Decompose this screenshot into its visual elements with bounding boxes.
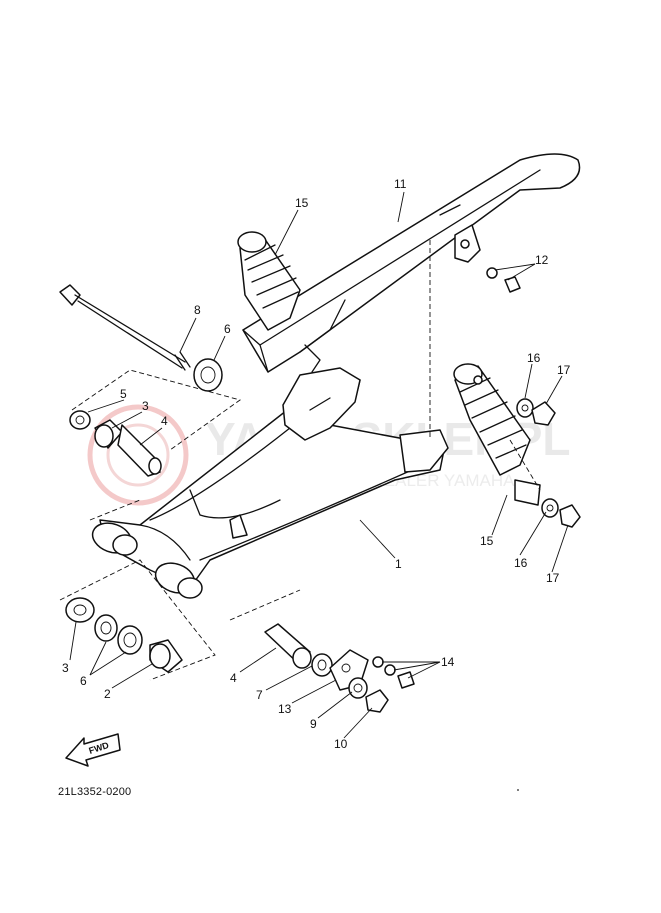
label-part-8: 8 xyxy=(194,303,201,317)
fwd-arrow-icon: FWD xyxy=(65,733,121,767)
label-part-4-upper: 4 xyxy=(161,414,168,428)
label-part-4-lower: 4 xyxy=(230,671,237,685)
leader-lines xyxy=(69,191,569,739)
chain-guard xyxy=(242,153,581,373)
pivot-shaft xyxy=(59,284,191,371)
shock-absorber-left xyxy=(237,231,321,373)
watermark-logo-ring xyxy=(87,404,189,506)
label-part-10: 10 xyxy=(334,737,348,751)
label-part-9: 9 xyxy=(310,717,317,731)
bushing-set-right xyxy=(264,623,415,713)
alignment-lines xyxy=(59,240,541,681)
swing-arm xyxy=(91,367,449,599)
watermark-logo-inner xyxy=(106,423,170,487)
label-part-3-upper: 3 xyxy=(142,399,149,413)
label-part-6-lower: 6 xyxy=(80,674,87,688)
bushing-set-upper xyxy=(69,410,162,477)
label-part-1: 1 xyxy=(395,557,402,571)
label-part-6-upper: 6 xyxy=(224,322,231,336)
label-part-17-lower: 17 xyxy=(546,571,560,585)
shock-absorber-right xyxy=(453,363,541,506)
stray-dot xyxy=(517,789,519,791)
label-part-15-upper: 15 xyxy=(295,196,309,210)
label-part-15-lower: 15 xyxy=(480,534,494,548)
label-part-5: 5 xyxy=(120,387,127,401)
shock-hardware xyxy=(486,267,581,528)
label-part-16-upper: 16 xyxy=(527,351,541,365)
label-part-14: 14 xyxy=(441,655,455,669)
label-part-13: 13 xyxy=(278,702,292,716)
label-part-3-lower: 3 xyxy=(62,661,69,675)
label-part-16-lower: 16 xyxy=(514,556,528,570)
label-part-7: 7 xyxy=(256,688,263,702)
part-labels: 11 15 8 6 5 3 4 12 16 17 15 16 17 1 3 6 … xyxy=(62,177,571,751)
oil-seal-upper xyxy=(193,358,223,392)
diagram-code: 21L3352-0200 xyxy=(58,786,132,798)
label-part-11: 11 xyxy=(394,177,407,191)
label-part-2: 2 xyxy=(104,687,111,701)
bushing-set-lower xyxy=(65,597,183,673)
label-part-12: 12 xyxy=(535,253,549,267)
label-part-17-upper: 17 xyxy=(557,363,571,377)
